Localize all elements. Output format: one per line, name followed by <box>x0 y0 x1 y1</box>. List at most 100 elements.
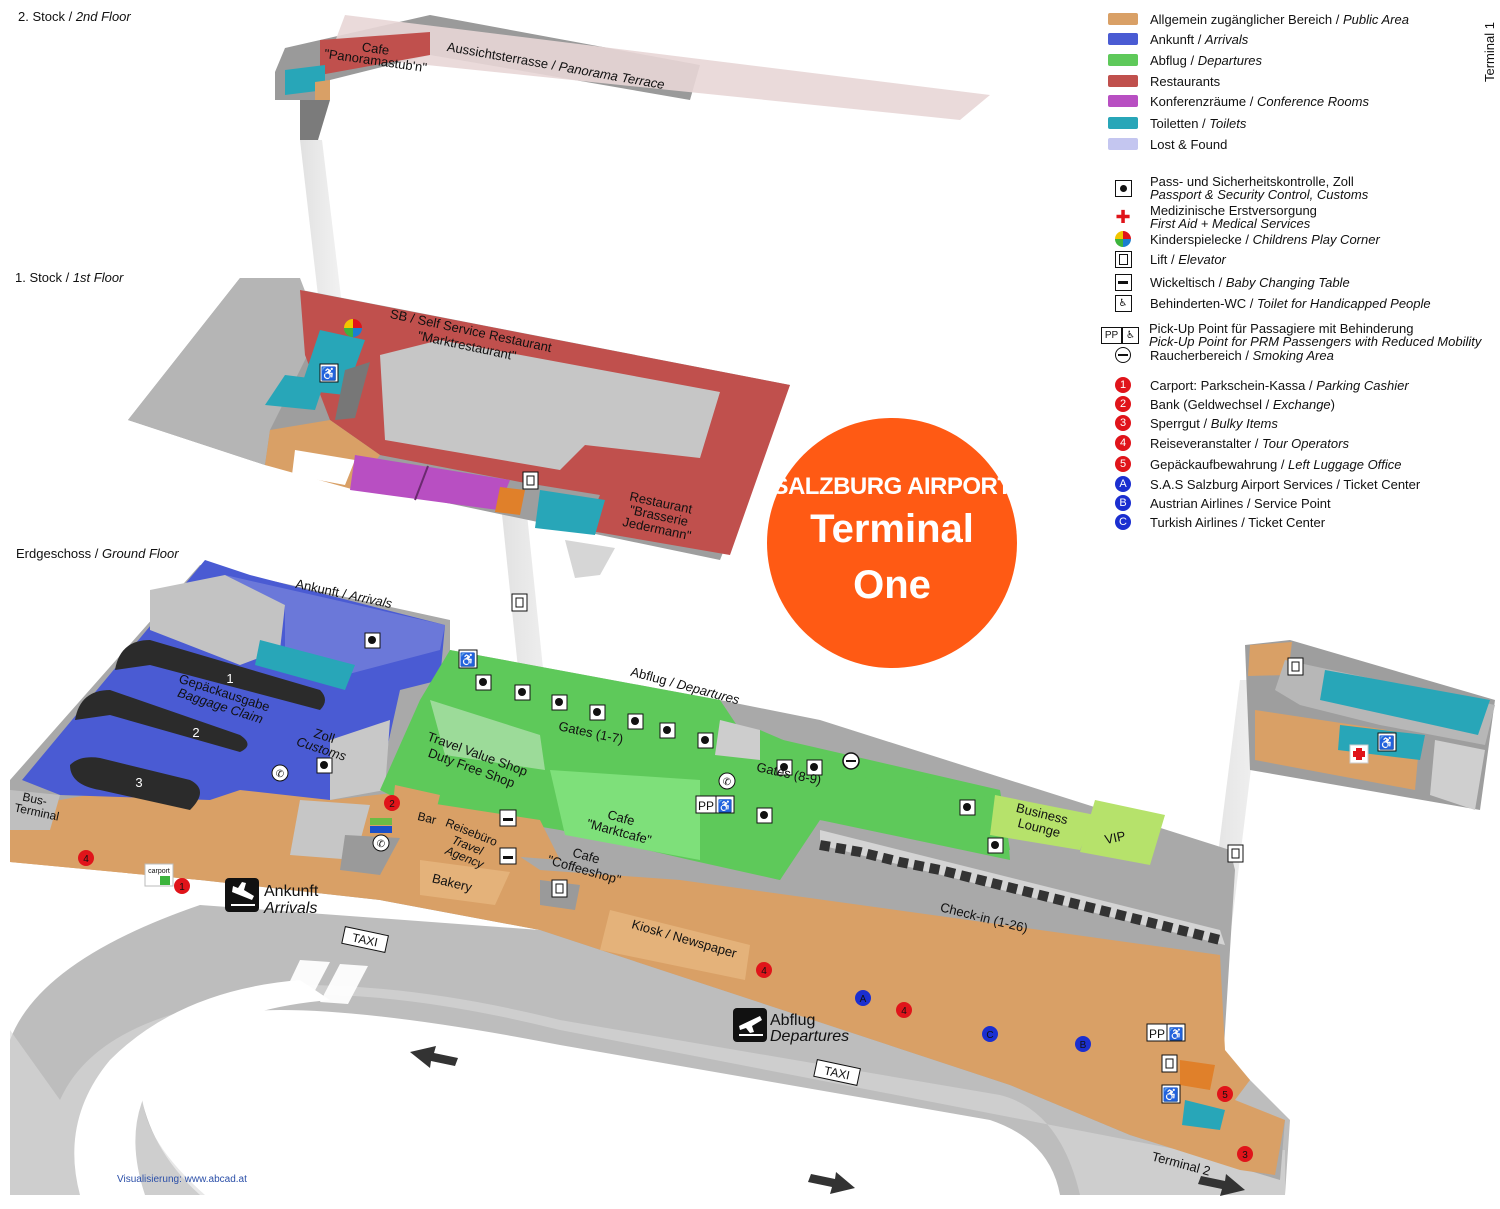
svg-text:Arrivals: Arrivals <box>263 900 317 917</box>
security-dot-icon <box>959 799 976 816</box>
legend-row-playcorner: Kinderspielecke / Childrens Play Corner <box>1104 229 1380 249</box>
arrivals-plane-icon <box>225 878 259 912</box>
panorama-terrace <box>330 15 990 120</box>
wheelchair-icons: ♿ ♿ ♿ ♿ <box>319 363 1397 1104</box>
svg-text:1: 1 <box>179 882 185 893</box>
svg-text:5: 5 <box>1222 1090 1228 1101</box>
marker-red-1: 1 <box>1115 377 1131 393</box>
taxi-sign: TAXI <box>813 1059 861 1086</box>
elevator-icon <box>1161 1054 1178 1073</box>
label-bus-terminal: Bus- <box>21 790 48 809</box>
marker-red-4: 4 <box>78 850 94 866</box>
security-dot-icon <box>697 732 714 749</box>
carport-icon: carport <box>144 863 174 887</box>
baby-changing-icon <box>499 809 517 827</box>
stairs <box>335 362 370 420</box>
svg-text:C: C <box>986 1030 993 1041</box>
svg-text:3: 3 <box>135 775 142 790</box>
security-dot-icon <box>514 684 531 701</box>
legend-row-num-c: C Turkish Airlines / Ticket Center <box>1104 512 1325 532</box>
label-vip: VIP <box>1103 828 1127 847</box>
security-dot-icon <box>756 807 773 824</box>
elevator-icon <box>522 471 539 490</box>
legend-row-baby: Wickeltisch / Baby Changing Table <box>1104 272 1350 292</box>
label-cafe-panorama: Cafe <box>361 39 390 58</box>
legend-row-restaurants: Restaurants <box>1104 71 1220 91</box>
first-aid-icon <box>1349 744 1369 764</box>
label-departures-de: Abflug <box>770 1012 815 1029</box>
swatch-restaurants <box>1108 75 1138 87</box>
legend-row-lostfound: Lost & Found <box>1104 134 1227 154</box>
label-arrivals-de: Ankunft <box>264 883 319 900</box>
wheelchair-icon: ♿ <box>319 363 339 383</box>
label-cafe-coffee: Cafe <box>571 845 602 867</box>
marker-red-3: 3 <box>1115 415 1131 431</box>
security-dot-icon <box>475 674 492 691</box>
road-area <box>10 905 1290 1196</box>
legend-row-public: Allgemein zugänglicher Bereich / Public … <box>1104 9 1409 29</box>
baby-changing-icon <box>1114 273 1132 291</box>
svg-text:♿: ♿ <box>718 799 733 813</box>
svg-text:4: 4 <box>83 854 89 865</box>
legend-row-accessible-wc: ♿ Behinderten-WC / Toilet for Handicappe… <box>1104 293 1431 313</box>
svg-text:✆: ✆ <box>723 777 731 788</box>
label-cafe-markt: Cafe <box>606 807 636 829</box>
legend-row-conference: Konferenzräume / Conference Rooms <box>1104 91 1369 111</box>
play-corner-icon <box>1113 229 1133 249</box>
marker-red-2: 2 <box>1115 396 1131 412</box>
svg-text:♿: ♿ <box>1163 1087 1179 1102</box>
security-dot-icon <box>627 713 644 730</box>
svg-text:♿: ♿ <box>460 652 476 667</box>
svg-text:3: 3 <box>1242 1150 1248 1161</box>
badge-line2: Terminal <box>810 507 974 551</box>
marker-blue-a: A <box>1115 476 1131 492</box>
marker-red-4: 4 <box>1115 435 1131 451</box>
legend-row-num-5: 5 Gepäckaufbewahrung / Left Luggage Offi… <box>1104 454 1402 474</box>
wheelchair-icon: ♿ <box>1377 732 1397 752</box>
floor-title-ground: Erdgeschoss / Ground Floor <box>16 546 179 561</box>
public-area-ground <box>10 770 1285 1175</box>
security-dot-icon <box>316 757 333 774</box>
marker-blue-b: B <box>1075 1036 1091 1052</box>
svg-text:carport: carport <box>148 868 170 875</box>
annex-right <box>1245 640 1495 810</box>
marker-blue-c: C <box>982 1026 998 1042</box>
legend-row-toilets: Toiletten / Toilets <box>1104 113 1246 133</box>
legend-row-num-b: B Austrian Airlines / Service Point <box>1104 493 1331 513</box>
floor-title-1st: 1. Stock / 1st Floor <box>15 270 124 285</box>
baggage-belt <box>75 690 248 752</box>
legend-row-prm: PP♿ Pick-Up Point für Passagiere mit Beh… <box>1101 321 1481 349</box>
badge-line1: SALZBURG AIRPORT <box>772 473 1012 500</box>
legend-row-elevator: Lift / Elevator <box>1104 249 1226 269</box>
elevator-icons <box>511 471 1304 1073</box>
security-dot-icon <box>589 704 606 721</box>
marker-blue-c: C <box>1115 514 1131 530</box>
baby-changing-icon <box>499 847 517 865</box>
swatch-toilets <box>1108 117 1138 129</box>
road-arrow <box>410 1046 1245 1196</box>
swatch-lostfound <box>1108 138 1138 150</box>
prm-pickup-icon: PP ♿ <box>1146 1023 1186 1042</box>
marker-red-3: 3 <box>1237 1146 1253 1162</box>
crosswalk <box>282 960 810 1195</box>
prm-pickup-icon: PP ♿ <box>695 795 735 814</box>
marker-red-5: 5 <box>1115 456 1131 472</box>
business-lounge <box>990 795 1095 850</box>
wheelchair-icon: ♿ <box>1114 294 1132 312</box>
security-dot-icon <box>1114 179 1132 197</box>
svg-text:4: 4 <box>761 966 767 977</box>
stairs <box>300 100 330 140</box>
svg-text:1: 1 <box>226 671 233 686</box>
svg-text:A: A <box>860 994 867 1005</box>
telephone-icon: ✆ <box>372 834 390 852</box>
legend-row-num-2: 2 Bank (Geldwechsel / Exchange) <box>1104 394 1335 414</box>
svg-text:TAXI: TAXI <box>351 930 379 949</box>
security-dot-icon <box>776 759 793 776</box>
marker-blue-b: B <box>1115 495 1131 511</box>
conference-rooms <box>350 455 510 510</box>
marker-red-5: 5 <box>1217 1086 1233 1102</box>
svg-text:♿: ♿ <box>1169 1027 1184 1041</box>
smoking-area-icon <box>842 752 860 770</box>
